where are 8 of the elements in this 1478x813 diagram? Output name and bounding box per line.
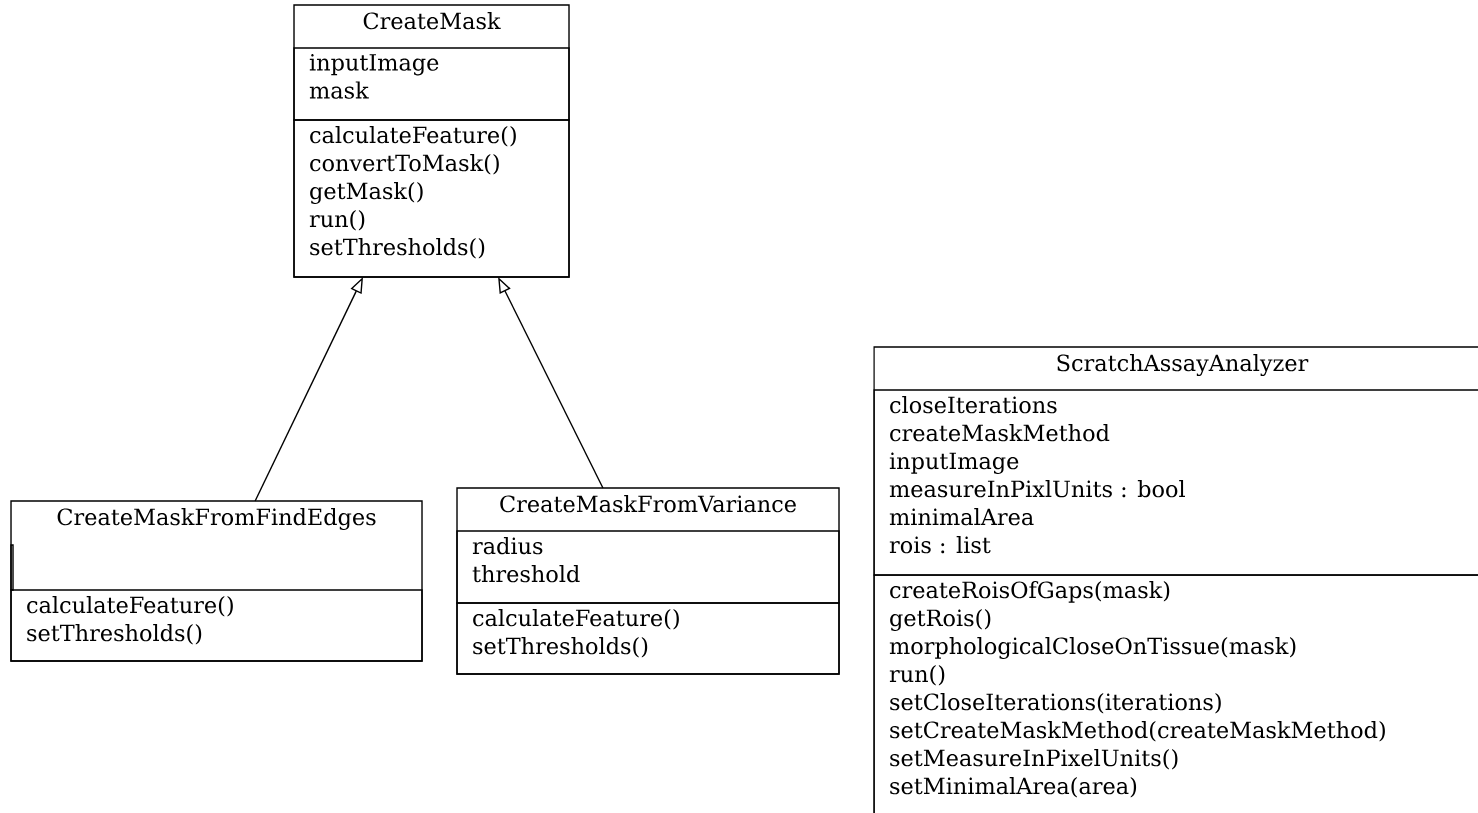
attribute-compartment: radius threshold bbox=[456, 530, 840, 604]
attribute-compartment bbox=[10, 544, 14, 591]
method-compartment: calculateFeature() setThresholds() bbox=[456, 602, 840, 675]
method-compartment: calculateFeature() setThresholds() bbox=[10, 589, 423, 662]
attribute-compartment: closeIterations createMaskMethod inputImage measureInPixlUnits : bool minimalArea rois : list bbox=[873, 389, 1478, 576]
method-compartment: createRoisOfGaps(mask) getRois() morphologicalCloseOnTissue(mask) run() setCloseIterations(iterations) setCreateMaskMethod(createMaskMethod) setMeasureInPixelUnits() setMinimalArea(area) bbox=[873, 574, 1478, 813]
method-compartment: calculateFeature() convertToMask() getMask() run() setThresholds() bbox=[293, 119, 570, 278]
attribute-compartment: inputImage mask bbox=[293, 47, 570, 121]
